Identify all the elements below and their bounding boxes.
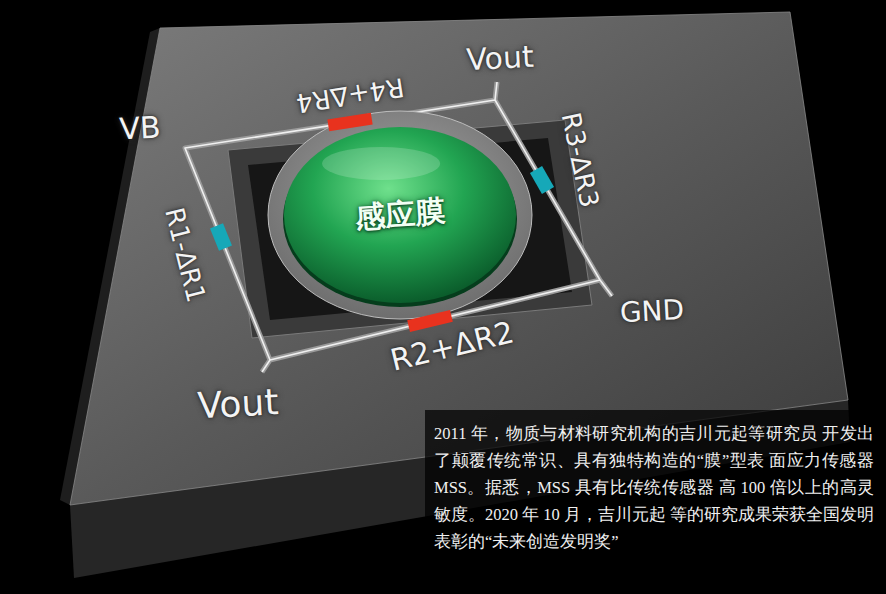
resistor-label: R1-ΔR1 <box>159 205 210 305</box>
wire-outline <box>185 82 612 372</box>
signal-name: Vout <box>466 40 535 76</box>
caption: 2011 年，物质与材料研究机构的吉川元起等研究员 开发出了颠覆传统常识、具有独… <box>434 420 874 555</box>
resistor-label: R4+ΔR4 <box>294 73 406 118</box>
pin-name: GND <box>619 295 685 329</box>
sensing-membrane: 感应膜 <box>282 123 518 307</box>
dome-highlight <box>322 147 440 180</box>
resistor-symbol <box>210 223 232 250</box>
resistor-symbol <box>327 113 372 132</box>
membrane-ring <box>268 111 532 319</box>
resistor-symbol <box>407 310 453 332</box>
resistor-symbol <box>530 166 554 194</box>
dome-surface <box>284 127 516 303</box>
wire <box>185 82 612 372</box>
resistor-label: R2+ΔR2 <box>387 315 517 377</box>
caption-backdrop <box>425 410 886 594</box>
membrane-label: 感应膜 <box>354 191 447 238</box>
signal-name: Vout <box>197 382 280 426</box>
signal-name: VB <box>119 110 162 145</box>
resistor-label: R3-ΔR3 <box>556 110 604 210</box>
